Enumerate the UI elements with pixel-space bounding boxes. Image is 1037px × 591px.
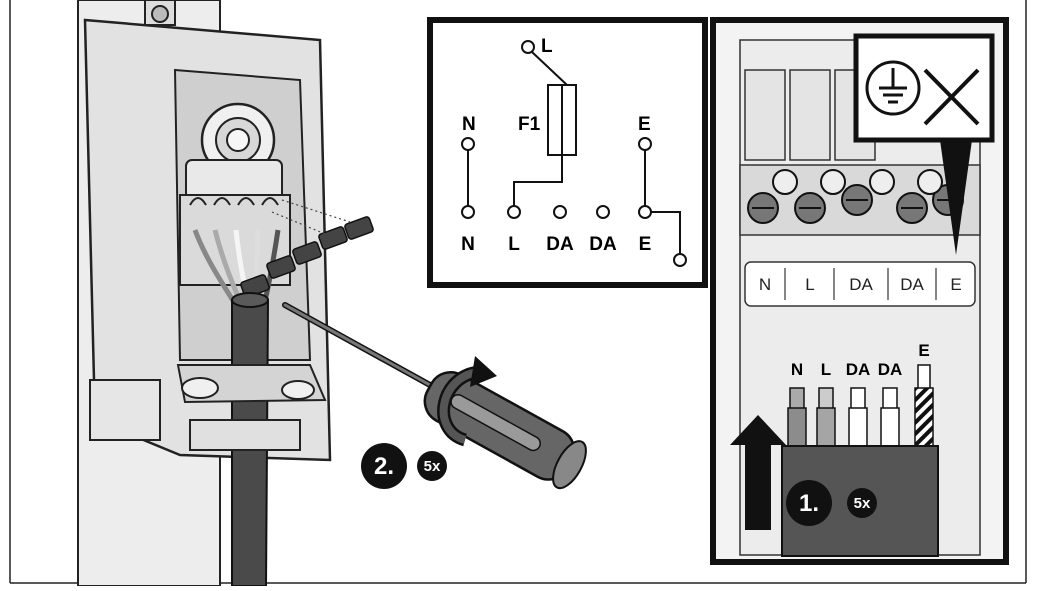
terminal-label-DA-2: DA	[900, 275, 924, 294]
push-arrow-icon	[730, 415, 786, 530]
cable-wires	[787, 364, 934, 449]
wire-label-L: L	[821, 360, 831, 379]
wire-label-DA-2: DA	[878, 360, 903, 379]
protective-earth-icon	[865, 60, 921, 116]
terminal-screws	[739, 164, 981, 236]
step-1-count: 5x	[854, 495, 871, 512]
terminal-detail-panel: N L DA DA E N L DA DA E	[710, 17, 1009, 565]
wire-label-N: N	[791, 360, 803, 379]
schematic-terminal-E: E	[639, 234, 652, 255]
wire-label-DA-1: DA	[846, 360, 871, 379]
terminal-label-DA-1: DA	[849, 275, 873, 294]
rotation-arrow-icon	[437, 356, 497, 447]
terminal-label-E: E	[950, 275, 961, 294]
terminal-label-N: N	[759, 275, 771, 294]
callout-pointer	[940, 140, 972, 255]
step-2-badge: 2. 5x	[361, 443, 447, 489]
schematic-label-N-top: N	[462, 114, 476, 135]
step-1-badge: 1. 5x	[786, 480, 877, 526]
earth-not-allowed-callout	[853, 33, 995, 143]
schematic-terminal-DA-2: DA	[589, 234, 617, 255]
schematic-label-E-top: E	[638, 114, 651, 135]
screwdriver-icon	[282, 302, 587, 490]
schematic-terminal-N: N	[461, 234, 475, 255]
wire-label-E: E	[918, 341, 929, 360]
step-2-number: 2.	[374, 453, 394, 480]
fuse-label: F1	[518, 114, 541, 135]
wallbox-illustration	[77, 0, 374, 587]
step-2-count: 5x	[424, 458, 441, 475]
schematic-terminal-DA-1: DA	[546, 234, 574, 255]
wiring-schematic: L F1 N E N L DA DA E	[427, 17, 708, 288]
cross-icon	[923, 68, 980, 126]
terminal-label-L: L	[805, 275, 814, 294]
terminal-label-strip: N L DA DA E	[744, 261, 976, 307]
schematic-label-L-top: L	[541, 36, 553, 57]
schematic-terminal-L: L	[508, 234, 520, 255]
step-1-number: 1.	[799, 490, 819, 517]
